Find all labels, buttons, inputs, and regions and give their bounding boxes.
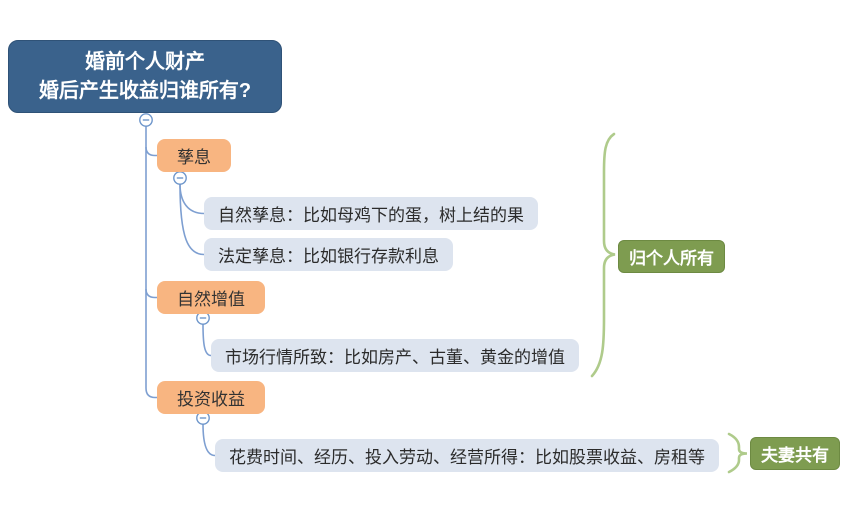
branch-topic-natural-appreciation[interactable]: 自然增值 <box>157 281 265 314</box>
subtopic-natural-fruits[interactable]: 自然孳息：比如母鸡下的蛋，树上结的果 <box>204 197 538 230</box>
subtopic-market-appreciation[interactable]: 市场行情所致：比如房产、古董、黄金的增值 <box>211 339 579 372</box>
connector-line <box>179 183 205 256</box>
central-topic-line2: 婚后产生收益归谁所有? <box>38 79 252 102</box>
connector-line <box>179 183 205 215</box>
branch-topic-fruits[interactable]: 孳息 <box>157 139 231 172</box>
connector-line <box>145 126 158 399</box>
connector-line <box>145 146 158 157</box>
collapse-minus-toggle[interactable] <box>173 171 187 185</box>
connector-line <box>145 288 158 299</box>
central-topic[interactable]: 婚前个人财产 婚后产生收益归谁所有? <box>8 40 282 113</box>
subtopic-legal-fruits[interactable]: 法定孳息：比如银行存款利息 <box>204 238 453 271</box>
collapse-minus-toggle[interactable] <box>139 113 153 127</box>
central-topic-line1: 婚前个人财产 <box>85 50 205 73</box>
connector-line <box>202 323 212 357</box>
summary-topic-personal-ownership[interactable]: 归个人所有 <box>618 240 725 273</box>
summary-topic-joint-ownership[interactable]: 夫妻共有 <box>750 437 840 470</box>
summary-brace <box>590 132 616 378</box>
branch-topic-investment-income[interactable]: 投资收益 <box>157 381 265 414</box>
summary-brace <box>727 432 748 474</box>
subtopic-invested-effort[interactable]: 花费时间、经历、投入劳动、经营所得：比如股票收益、房租等 <box>215 439 719 472</box>
connector-line <box>202 423 216 457</box>
